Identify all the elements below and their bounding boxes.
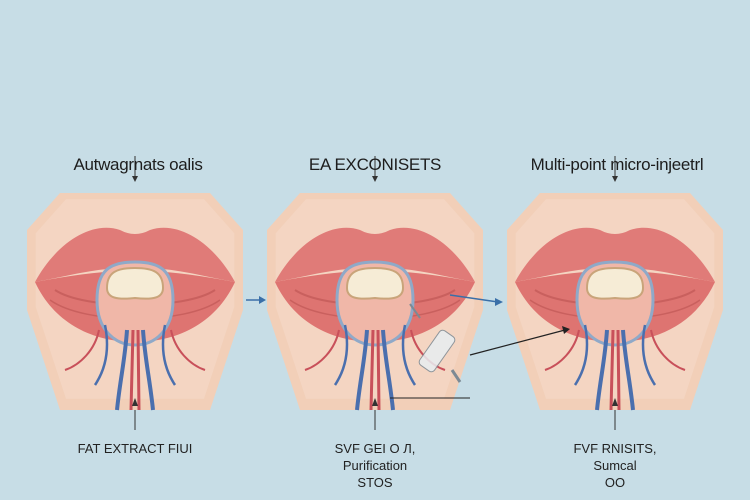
injection-pointer-arrow <box>390 326 570 399</box>
panel-3-caption: FVF RNISITS, Sumcal OO <box>573 440 656 491</box>
panel-1-lips-illustration <box>25 154 245 432</box>
panel-3-lips-illustration <box>505 154 725 432</box>
caption-line: SVF GEI O Л, <box>334 441 416 456</box>
panel-3-title: Multi-point micro-injeetrl <box>530 155 704 174</box>
caption-line: Sumcal <box>593 458 637 473</box>
caption-line: STOS <box>357 475 393 490</box>
panel-2-title: EA EXCONISETS <box>308 155 442 174</box>
panel-1-caption: FAT EXTRACT FIUI <box>78 440 193 457</box>
syringe-icon <box>409 303 462 383</box>
caption-line: OO <box>604 475 626 490</box>
caption-line: Purification <box>342 458 408 473</box>
caption-line: FVF RNISITS, <box>573 441 657 456</box>
panel-2-lips-illustration <box>265 154 485 432</box>
panel-2-caption: SVF GEI O Л, Purification STOS <box>335 440 416 491</box>
panel-1-title: Autwagrnats oalis <box>73 155 203 174</box>
arrow-2-to-3 <box>449 294 503 306</box>
arrow-1-to-2 <box>246 296 266 304</box>
caption-line: FAT EXTRACT FIUI <box>77 441 193 456</box>
